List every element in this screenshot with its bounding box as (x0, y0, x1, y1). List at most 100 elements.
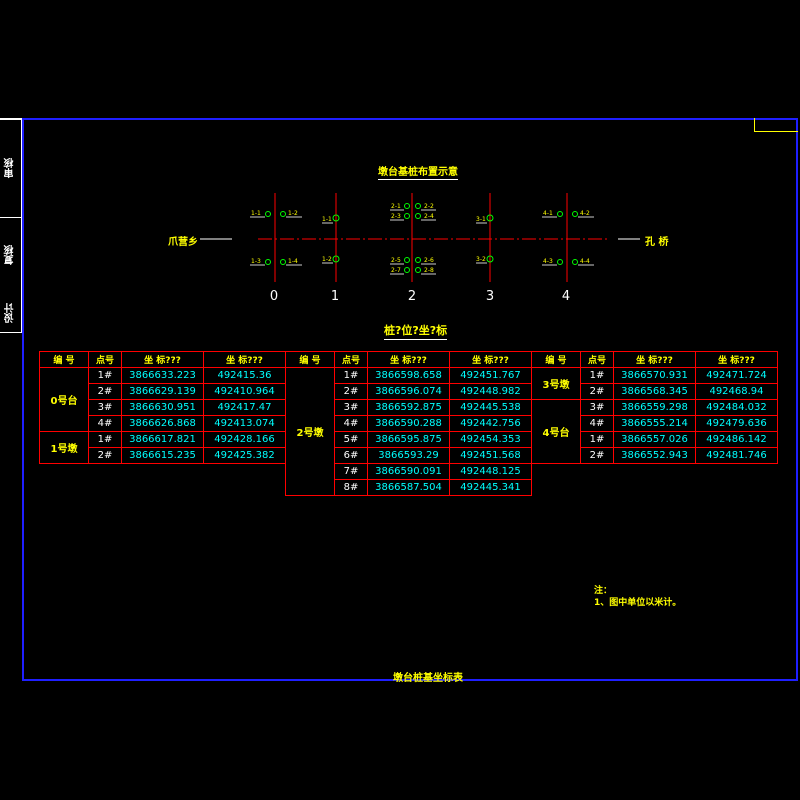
signature-sidebar: 审核 复核 设计 (0, 118, 22, 333)
coord-y: 492481.746 (695, 447, 778, 464)
point-no: 3# (580, 399, 614, 416)
pile-0-3 (265, 259, 271, 265)
pile-2-7 (404, 267, 410, 273)
coord-y: 492445.538 (449, 399, 532, 416)
coord-x: 3866593.29 (367, 447, 450, 464)
pile-3-1 (486, 214, 494, 222)
axis-number-0: 0 (270, 289, 278, 304)
point-no: 2# (580, 383, 614, 400)
pile-label: 1-1 (322, 216, 332, 223)
coord-x: 3866559.298 (613, 399, 696, 416)
header-point: 点号 (580, 351, 614, 368)
header-point: 点号 (88, 351, 122, 368)
pile-1-2 (332, 255, 340, 263)
pile-label: 2-7 (391, 267, 401, 274)
coord-x: 3866568.345 (613, 383, 696, 400)
note-line-1: 1、图中单位以米计。 (594, 598, 682, 608)
pile-4-4 (572, 259, 578, 265)
table-row: 6# 3866593.29 492451.568 (286, 447, 532, 464)
group-name: 0号台 (39, 367, 89, 432)
coord-y: 492454.353 (449, 431, 532, 448)
pile-label: 4-1 (543, 210, 553, 217)
point-no: 1# (88, 431, 122, 448)
coord-x: 3866617.821 (121, 431, 204, 448)
coord-x: 3866626.868 (121, 415, 204, 432)
coord-x: 3866590.091 (367, 463, 450, 480)
header-point: 点号 (334, 351, 368, 368)
axis-number-1: 1 (331, 289, 339, 304)
table-row: 7# 3866590.091 492448.125 (286, 463, 532, 480)
header-id: 编 号 (39, 351, 89, 368)
coord-x: 3866592.875 (367, 399, 450, 416)
drawing-frame (22, 118, 798, 681)
pile-2-6 (415, 257, 421, 263)
pile-0-1 (265, 211, 271, 217)
coord-x: 3866555.214 (613, 415, 696, 432)
pile-label: 2-6 (424, 257, 434, 264)
pile-label: 1-3 (251, 258, 261, 265)
coord-x: 3866595.875 (367, 431, 450, 448)
pile-label: 2-3 (391, 213, 401, 220)
point-no: 8# (334, 479, 368, 496)
pile-label: 3-2 (476, 256, 486, 263)
coord-y: 492442.756 (449, 415, 532, 432)
pile-1-1 (332, 214, 340, 222)
coord-y: 492451.767 (449, 367, 532, 384)
coord-y: 492479.636 (695, 415, 778, 432)
coord-x: 3866629.139 (121, 383, 204, 400)
table-title: 桩?位?坐?标 (384, 322, 448, 340)
group-name: 3号墩 (531, 367, 581, 400)
point-no: 1# (580, 431, 614, 448)
header-y: 坐 标??? (695, 351, 778, 368)
table-row: 8# 3866587.504 492445.341 (286, 479, 532, 496)
pile-4-1 (557, 211, 563, 217)
coord-y: 492425.382 (203, 447, 286, 464)
pile-2-8 (415, 267, 421, 273)
pile-label: 4-2 (580, 210, 590, 217)
coord-y: 492415.36 (203, 367, 286, 384)
coord-y: 492410.964 (203, 383, 286, 400)
coord-x: 3866633.223 (121, 367, 204, 384)
header-id: 编 号 (531, 351, 581, 368)
coord-y: 492445.341 (449, 479, 532, 496)
coord-y: 492471.724 (695, 367, 778, 384)
coord-x: 3866615.235 (121, 447, 204, 464)
coord-table-c: 编 号 点号 坐 标??? 坐 标??? 3号墩 1# 3866570.931 … (531, 351, 778, 464)
point-no: 4# (580, 415, 614, 432)
axis-number-2: 2 (408, 289, 416, 304)
coord-y: 492448.125 (449, 463, 532, 480)
table-row: 4# 3866590.288 492442.756 (286, 415, 532, 432)
point-no: 1# (334, 367, 368, 384)
group-name: 1号墩 (39, 431, 89, 464)
coord-table-b: 编 号 点号 坐 标??? 坐 标??? 2号墩 1# 3866598.658 … (285, 351, 532, 496)
point-no: 4# (88, 415, 122, 432)
pile-0-2 (280, 211, 286, 217)
coord-x: 3866570.931 (613, 367, 696, 384)
coord-x: 3866598.658 (367, 367, 450, 384)
pile-label: 2-1 (391, 203, 401, 210)
note-title: 注： (594, 586, 613, 596)
pile-label: 1-2 (322, 256, 332, 263)
table-row: 4# 3866626.868 492413.074 (40, 415, 286, 432)
left-end-label: 爪营乡 (168, 237, 198, 248)
coord-x: 3866630.951 (121, 399, 204, 416)
header-x: 坐 标??? (367, 351, 450, 368)
table-row: 1# 3866557.026 492486.142 (532, 431, 778, 448)
drawing-title: 墩台桩基坐标表 (393, 673, 463, 684)
point-no: 3# (88, 399, 122, 416)
coord-y: 492468.94 (695, 383, 778, 400)
pile-2-3 (404, 213, 410, 219)
header-x: 坐 标??? (121, 351, 204, 368)
table-row: 4号台 3# 3866559.298 492484.032 (531, 399, 778, 464)
point-no: 1# (88, 367, 122, 384)
coord-y: 492413.074 (203, 415, 286, 432)
pile-label: 4-3 (543, 258, 553, 265)
coord-x: 3866557.026 (613, 431, 696, 448)
header-y: 坐 标??? (449, 351, 532, 368)
right-end-label: 孔 桥 (645, 237, 669, 248)
header-id: 编 号 (285, 351, 335, 368)
title-block-corner (754, 118, 798, 132)
pile-4-3 (557, 259, 563, 265)
coord-y: 492486.142 (695, 431, 778, 448)
header-y: 坐 标??? (203, 351, 286, 368)
